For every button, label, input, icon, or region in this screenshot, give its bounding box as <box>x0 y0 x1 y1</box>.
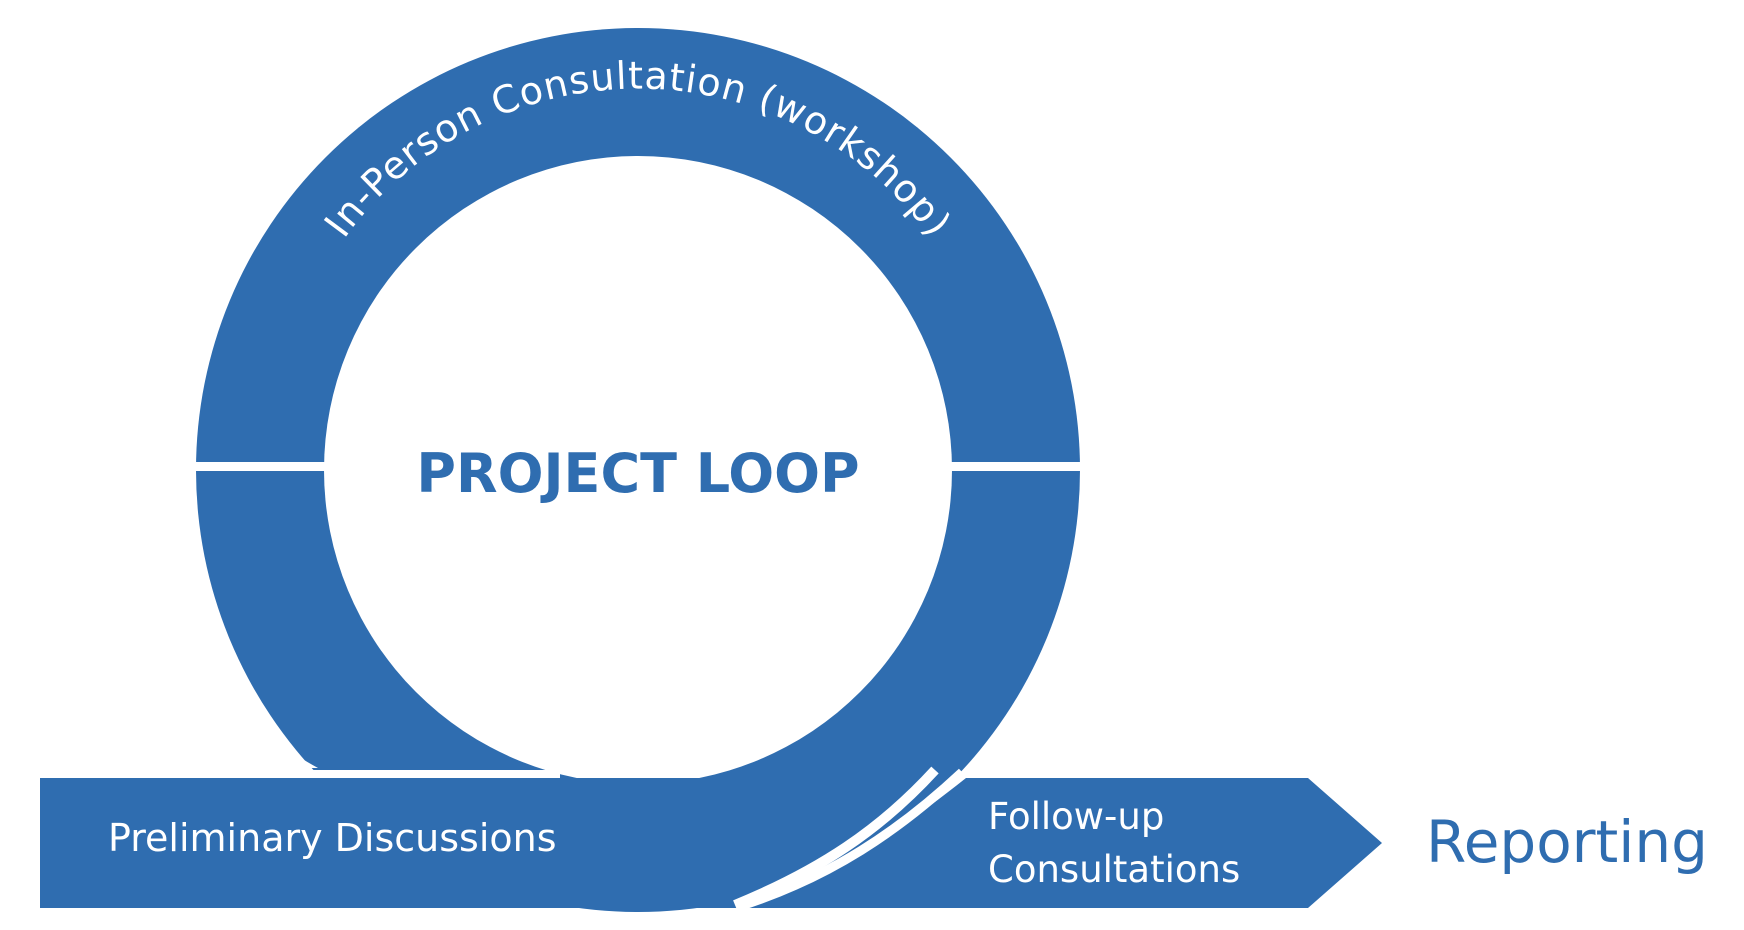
loop-inner-circle <box>324 156 952 784</box>
follow-up-arrow <box>740 778 1382 908</box>
ring-arrow-gap <box>736 768 966 912</box>
reporting-label: Reporting <box>1426 808 1708 876</box>
follow-up-label-line1: Follow-up <box>988 795 1164 838</box>
center-title: PROJECT LOOP <box>416 442 859 505</box>
ring-arrow-separator <box>733 766 939 910</box>
ring-lower-left-wedge <box>190 640 318 768</box>
ring-divider-right <box>945 462 1085 471</box>
preliminary-discussions-bar <box>40 778 740 908</box>
preliminary-discussions-label: Preliminary Discussions <box>108 816 557 860</box>
ring-divider-left <box>190 462 330 471</box>
follow-up-label-line2: Consultations <box>988 848 1240 891</box>
